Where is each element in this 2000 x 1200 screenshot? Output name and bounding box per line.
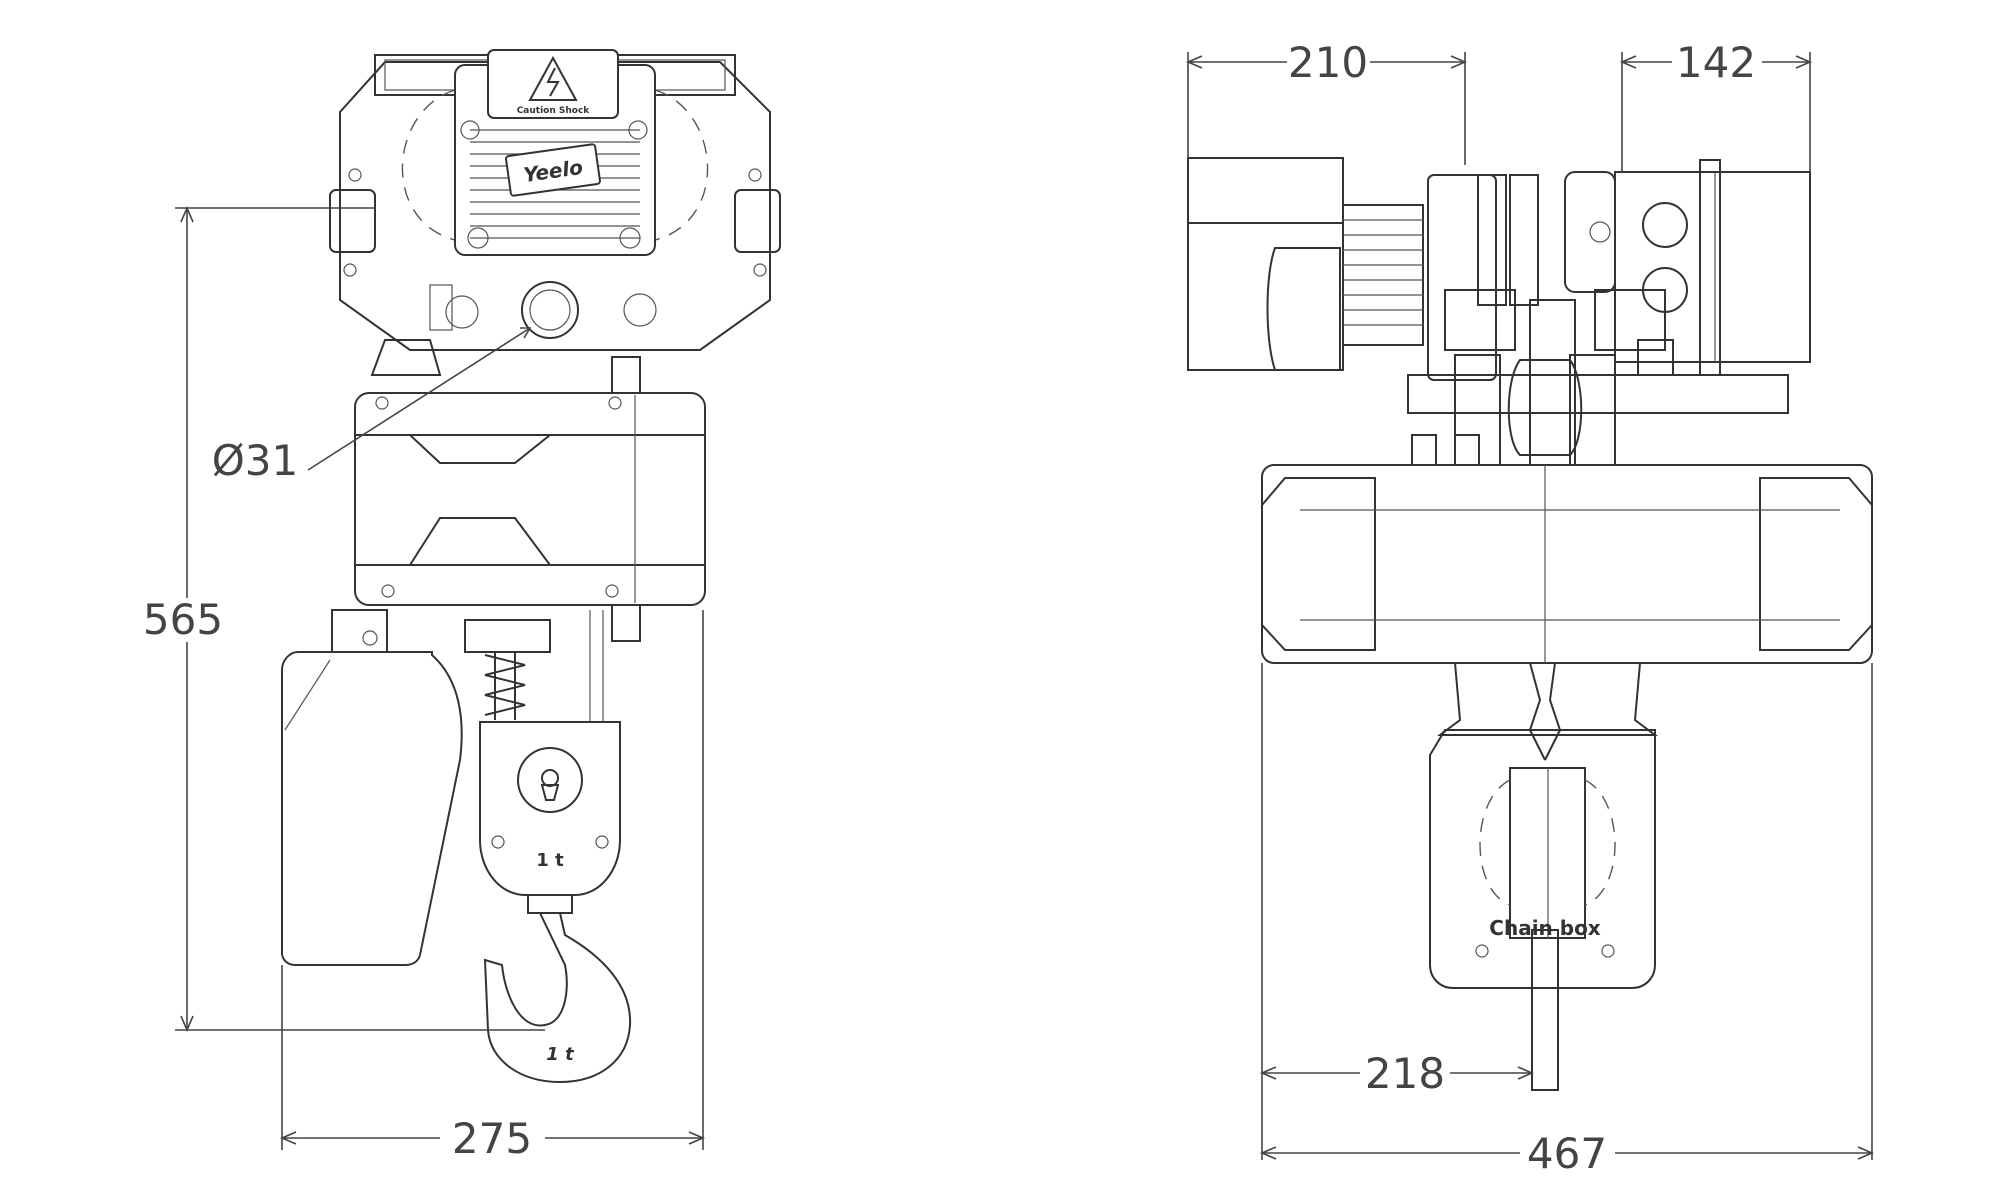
lifting-hook: 1 t: [483, 894, 632, 1084]
warning-label: Caution Shock: [517, 106, 591, 116]
dimension-467: 467: [1259, 663, 1875, 1178]
chain-box-label: Chain box: [1489, 916, 1601, 940]
dimension-565: 565: [143, 205, 545, 1033]
dimension-275: 275: [279, 610, 706, 1163]
chain-offset: 218: [1365, 1049, 1445, 1098]
chain-bag: [281, 609, 463, 966]
chain-box: Chain box: [1429, 662, 1658, 1091]
trolley-width-right: 142: [1676, 38, 1756, 87]
front-view: Caution Shock Yeelo: [143, 49, 781, 1163]
overall-width: 467: [1527, 1129, 1607, 1178]
side-view: Chain box 210 142 218: [1185, 38, 1875, 1178]
dimension-218: 218: [1259, 663, 1535, 1160]
diameter-label: Ø31: [212, 436, 299, 485]
chain-and-spring: [464, 610, 604, 730]
width-dimension: 275: [452, 1114, 532, 1163]
hook-block: 1 t: [479, 721, 621, 896]
trolley-motor: [1187, 157, 1424, 371]
height-dimension: 565: [143, 595, 223, 644]
trolley-wheels: [1407, 159, 1811, 466]
trolley-width-left: 210: [1288, 38, 1368, 87]
motor-cooling-lines: [1343, 219, 1423, 326]
dimension-diameter: Ø31: [212, 327, 532, 485]
hook-capacity: 1 t: [546, 1044, 575, 1065]
hook-block-capacity: 1 t: [536, 850, 564, 871]
dimension-210: 210: [1185, 38, 1468, 165]
electrical-box: Caution Shock Yeelo: [454, 49, 656, 256]
cable-glands: [1411, 434, 1480, 466]
hoist-body-side: [1261, 464, 1873, 664]
dimension-142: 142: [1619, 38, 1813, 172]
cable-entry: [429, 281, 657, 339]
warning-triangle-icon: [528, 55, 578, 101]
hoist-body: [354, 339, 706, 642]
